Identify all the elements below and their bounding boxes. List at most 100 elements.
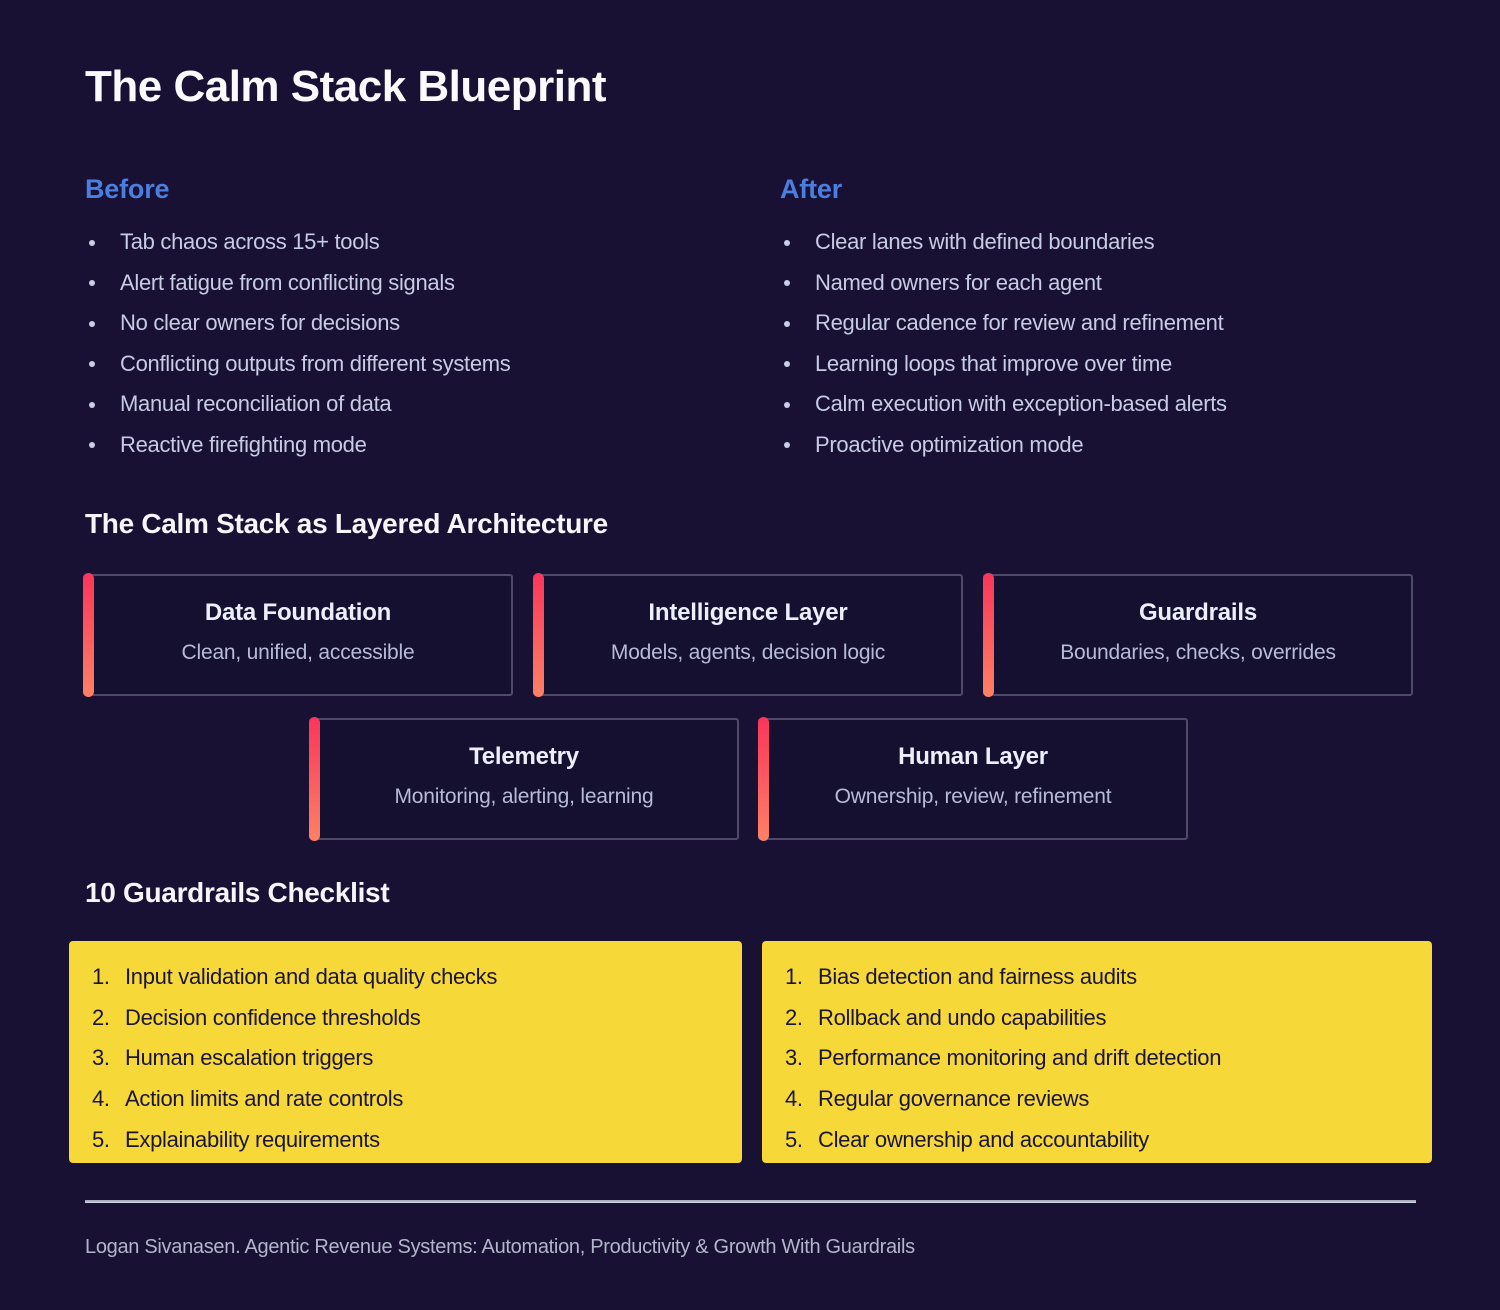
checklist-item-label: Action limits and rate controls [125,1086,404,1112]
layer-title: Telemetry [469,743,579,770]
checklist-item-label: Clear ownership and accountability [818,1126,1149,1152]
list-item-label: Learning loops that improve over time [815,350,1172,376]
checklist-item-label: Regular governance reviews [818,1086,1090,1112]
bullet-dot-icon [784,442,790,449]
list-item: Calm execution with exception-based aler… [780,391,1440,417]
layer-subtitle: Boundaries, checks, overrides [1060,641,1336,664]
item-number: 1. [785,964,803,989]
footer-credit: Logan Sivanasen. Agentic Revenue Systems… [85,1236,915,1258]
list-item-label: Alert fatigue from conflicting signals [120,269,455,295]
list-item: Named owners for each agent [780,269,1440,295]
list-item: Manual reconciliation of data [85,391,715,417]
item-number: 4. [92,1086,110,1112]
list-item: No clear owners for decisions [85,310,715,336]
checklist-item: 5. Clear ownership and accountability [785,1126,1414,1152]
before-list: Tab chaos across 15+ tools Alert fatigue… [85,229,715,457]
list-item-label: Conflicting outputs from different syste… [120,350,511,376]
layer-card-data-foundation: Data Foundation Clean, unified, accessib… [83,573,513,697]
layer-subtitle: Monitoring, alerting, learning [394,785,654,808]
checklist-item: 3. Performance monitoring and drift detec… [785,1045,1414,1071]
layer-card-telemetry: Telemetry Monitoring, alerting, learning [309,717,739,841]
before-heading: Before [85,174,170,204]
list-item: Regular cadence for review and refinemen… [780,310,1440,336]
list-item: Clear lanes with defined boundaries [780,229,1440,254]
bullet-dot-icon [89,320,95,327]
layer-title: Human Layer [898,743,1048,770]
accent-bar [758,717,769,841]
before-column: Before Tab chaos across 15+ tools Alert … [85,176,715,475]
list-item: Proactive optimization mode [780,431,1440,457]
checklist-item-label: Explainability requirements [125,1126,380,1152]
accent-bar [983,573,994,697]
list-item-label: Clear lanes with defined boundaries [815,229,1155,254]
bullet-dot-icon [89,280,95,287]
checklist-item: 4. Regular governance reviews [785,1086,1414,1112]
list-item-label: Manual reconciliation of data [120,391,392,417]
list-item-label: Tab chaos across 15+ tools [120,229,380,254]
after-heading: After [780,174,843,204]
checklist-left: 1. Input validation and data quality chec… [92,964,724,1152]
layer-subtitle: Ownership, review, refinement [834,785,1112,808]
checklist-item-label: Decision confidence thresholds [125,1004,421,1030]
checklist-item: 4. Action limits and rate controls [92,1086,724,1112]
layer-title: Data Foundation [204,599,392,626]
layer-subtitle: Clean, unified, accessible [181,641,415,664]
list-item-label: No clear owners for decisions [120,310,400,336]
checklist-item-label: Human escalation triggers [125,1045,374,1071]
item-number: 2. [92,1004,110,1030]
bullet-dot-icon [784,401,790,408]
page-title: The Calm Stack Blueprint [85,62,607,111]
checklist-item: 3. Human escalation triggers [92,1045,724,1071]
item-number: 3. [92,1045,110,1071]
list-item: Learning loops that improve over time [780,350,1440,376]
list-item-label: Calm execution with exception-based aler… [815,391,1227,417]
accent-bar [83,573,94,697]
layer-title: Guardrails [1138,599,1258,626]
accent-bar [533,573,544,697]
bullet-dot-icon [89,239,95,246]
bullet-dot-icon [89,401,95,408]
layer-subtitle: Models, agents, decision logic [610,641,886,664]
item-number: 5. [92,1126,110,1152]
checklist-item: 5. Explainability requirements [92,1126,724,1152]
checklist-item-label: Performance monitoring and drift detecti… [818,1045,1222,1071]
item-number: 2. [785,1004,803,1030]
list-item-label: Named owners for each agent [815,269,1102,295]
architecture-section-heading: The Calm Stack as Layered Architecture [85,508,608,539]
bullet-dot-icon [784,320,790,327]
layer-title: Intelligence Layer [648,599,848,626]
item-number: 3. [785,1045,803,1071]
checklist-item: 2. Rollback and undo capabilities [785,1004,1414,1030]
footer-divider [85,1200,1416,1203]
bullet-dot-icon [784,361,790,368]
checklist-item-label: Rollback and undo capabilities [818,1004,1107,1030]
accent-bar [309,717,320,841]
item-number: 1. [92,964,110,989]
list-item-label: Proactive optimization mode [815,431,1084,457]
checklist-section-heading: 10 Guardrails Checklist [85,877,390,908]
checklist-right: 1. Bias detection and fairness audits 2. R… [785,964,1414,1152]
bullet-dot-icon [89,361,95,368]
list-item: Conflicting outputs from different syste… [85,350,715,376]
list-item: Tab chaos across 15+ tools [85,229,715,254]
layer-card-intelligence-layer: Intelligence Layer Models, agents, decis… [533,573,963,697]
layer-card-human-layer: Human Layer Ownership, review, refinemen… [758,717,1188,841]
list-item-label: Reactive firefighting mode [120,431,367,457]
checklist-item-label: Input validation and data quality checks [125,964,498,989]
bullet-dot-icon [784,280,790,287]
checklist-panel-right: 1. Bias detection and fairness audits 2. R… [762,941,1432,1163]
checklist-item: 2. Decision confidence thresholds [92,1004,724,1030]
checklist-item-label: Bias detection and fairness audits [818,964,1137,989]
layer-card-guardrails: Guardrails Boundaries, checks, overrides [983,573,1413,697]
after-list: Clear lanes with defined boundaries Name… [780,229,1440,457]
checklist-item: 1. Bias detection and fairness audits [785,964,1414,989]
item-number: 5. [785,1126,803,1152]
item-number: 4. [785,1086,803,1112]
list-item: Alert fatigue from conflicting signals [85,269,715,295]
checklist-item: 1. Input validation and data quality chec… [92,964,724,989]
bullet-dot-icon [89,442,95,449]
bullet-dot-icon [784,239,790,246]
list-item-label: Regular cadence for review and refinemen… [815,310,1224,336]
after-column: After Clear lanes with defined boundarie… [780,176,1440,475]
checklist-panel-left: 1. Input validation and data quality chec… [69,941,742,1163]
